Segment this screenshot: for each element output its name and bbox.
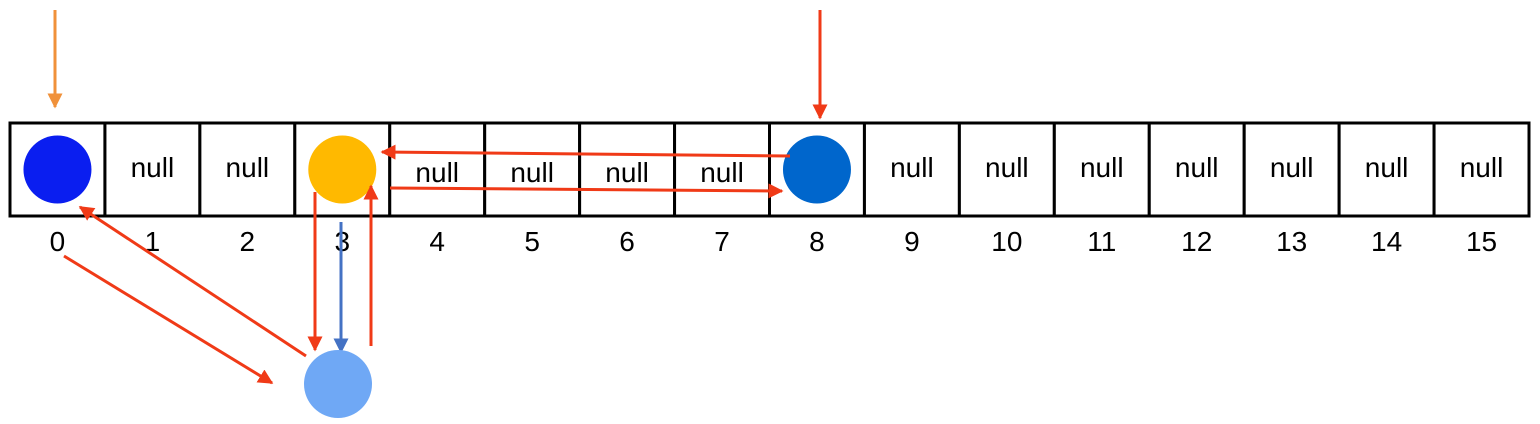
cell-null-label: null xyxy=(1080,152,1124,183)
cell-null-label: null xyxy=(1270,152,1314,183)
array-cell-1 xyxy=(103,121,202,218)
array-cells: null null null null null null null null null null… xyxy=(8,121,1531,218)
index-label: 9 xyxy=(904,226,920,257)
index-label: 10 xyxy=(991,226,1022,257)
detached-node xyxy=(304,350,372,418)
array-cell-7 xyxy=(673,121,771,218)
cell-null-label: null xyxy=(605,157,649,188)
cell-null-label: null xyxy=(226,152,270,183)
node-circle-0 xyxy=(23,135,92,204)
link-arrows xyxy=(47,10,828,385)
array-cell-5 xyxy=(483,121,582,218)
array-index-labels: 0123456789101112131415 xyxy=(50,226,1497,257)
cell-null-label: null xyxy=(415,157,459,188)
index-label: 15 xyxy=(1466,226,1497,257)
index-label: 13 xyxy=(1276,226,1307,257)
cell-null-label: null xyxy=(131,152,175,183)
cell-null-label: null xyxy=(510,157,554,188)
cell-null-label: null xyxy=(1365,152,1409,183)
array-cell-6 xyxy=(578,121,677,218)
index-label: 2 xyxy=(240,226,256,257)
node0-to-detached-arrow xyxy=(63,254,274,385)
cell-null-label: null xyxy=(1175,152,1219,183)
array-cell-9 xyxy=(862,121,961,218)
index-label: 6 xyxy=(619,226,635,257)
node3-to-node8-arrow xyxy=(389,183,784,199)
index-label: 1 xyxy=(145,226,161,257)
array-cell-4 xyxy=(388,121,487,218)
detached-to-node0-arrow xyxy=(78,205,307,358)
array-cell-12 xyxy=(1147,121,1246,218)
index-label: 4 xyxy=(429,226,445,257)
index-label: 7 xyxy=(714,226,730,257)
array-cell-2 xyxy=(198,121,297,218)
index-label: 8 xyxy=(809,226,825,257)
node8-to-node3-arrow xyxy=(380,144,791,160)
node-circle-8 xyxy=(782,135,851,204)
index-label: 12 xyxy=(1181,226,1212,257)
index-label: 5 xyxy=(524,226,540,257)
cell-null-label: null xyxy=(890,152,934,183)
cell-null-label: null xyxy=(700,157,744,188)
cell-null-label: null xyxy=(985,152,1029,183)
node-circle-3 xyxy=(308,135,377,204)
index-label: 11 xyxy=(1087,226,1116,257)
array-cell-11 xyxy=(1052,121,1151,218)
index-label: 14 xyxy=(1371,226,1402,257)
array-cell-15 xyxy=(1432,121,1531,218)
cell-null-label: null xyxy=(1460,152,1504,183)
array-cell-13 xyxy=(1242,121,1341,218)
index-label: 0 xyxy=(50,226,66,257)
